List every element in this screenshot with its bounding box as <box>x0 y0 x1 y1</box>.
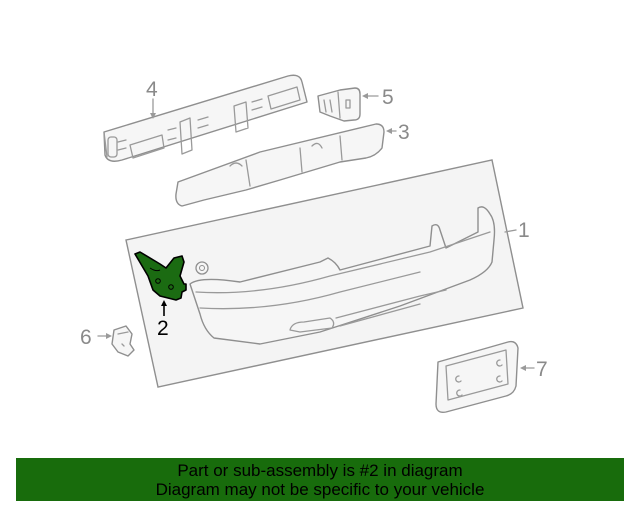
callout-6[interactable]: 6 <box>80 326 92 349</box>
part-5-clip[interactable] <box>317 87 361 122</box>
callout-4[interactable]: 4 <box>146 78 158 101</box>
callout-3[interactable]: 3 <box>398 121 410 144</box>
part-6-clip[interactable] <box>111 325 135 357</box>
part-4-reinforcement[interactable] <box>103 74 308 162</box>
part-1-bumper-cover[interactable] <box>189 206 496 345</box>
callout-5[interactable]: 5 <box>382 86 394 109</box>
part-info-banner: Part or sub-assembly is #2 in diagram Di… <box>16 458 624 501</box>
callout-2[interactable]: 2 <box>157 317 169 340</box>
banner-line-part-number: Part or sub-assembly is #2 in diagram <box>177 461 463 480</box>
part-7-license-bracket[interactable] <box>435 340 519 414</box>
part-1-nut <box>195 261 209 275</box>
part-3-absorber[interactable] <box>175 123 385 207</box>
callout-7[interactable]: 7 <box>536 358 548 381</box>
callout-1[interactable]: 1 <box>518 219 530 242</box>
banner-line-disclaimer: Diagram may not be specific to your vehi… <box>155 480 485 499</box>
part-2-bracket-highlighted[interactable] <box>134 251 187 301</box>
